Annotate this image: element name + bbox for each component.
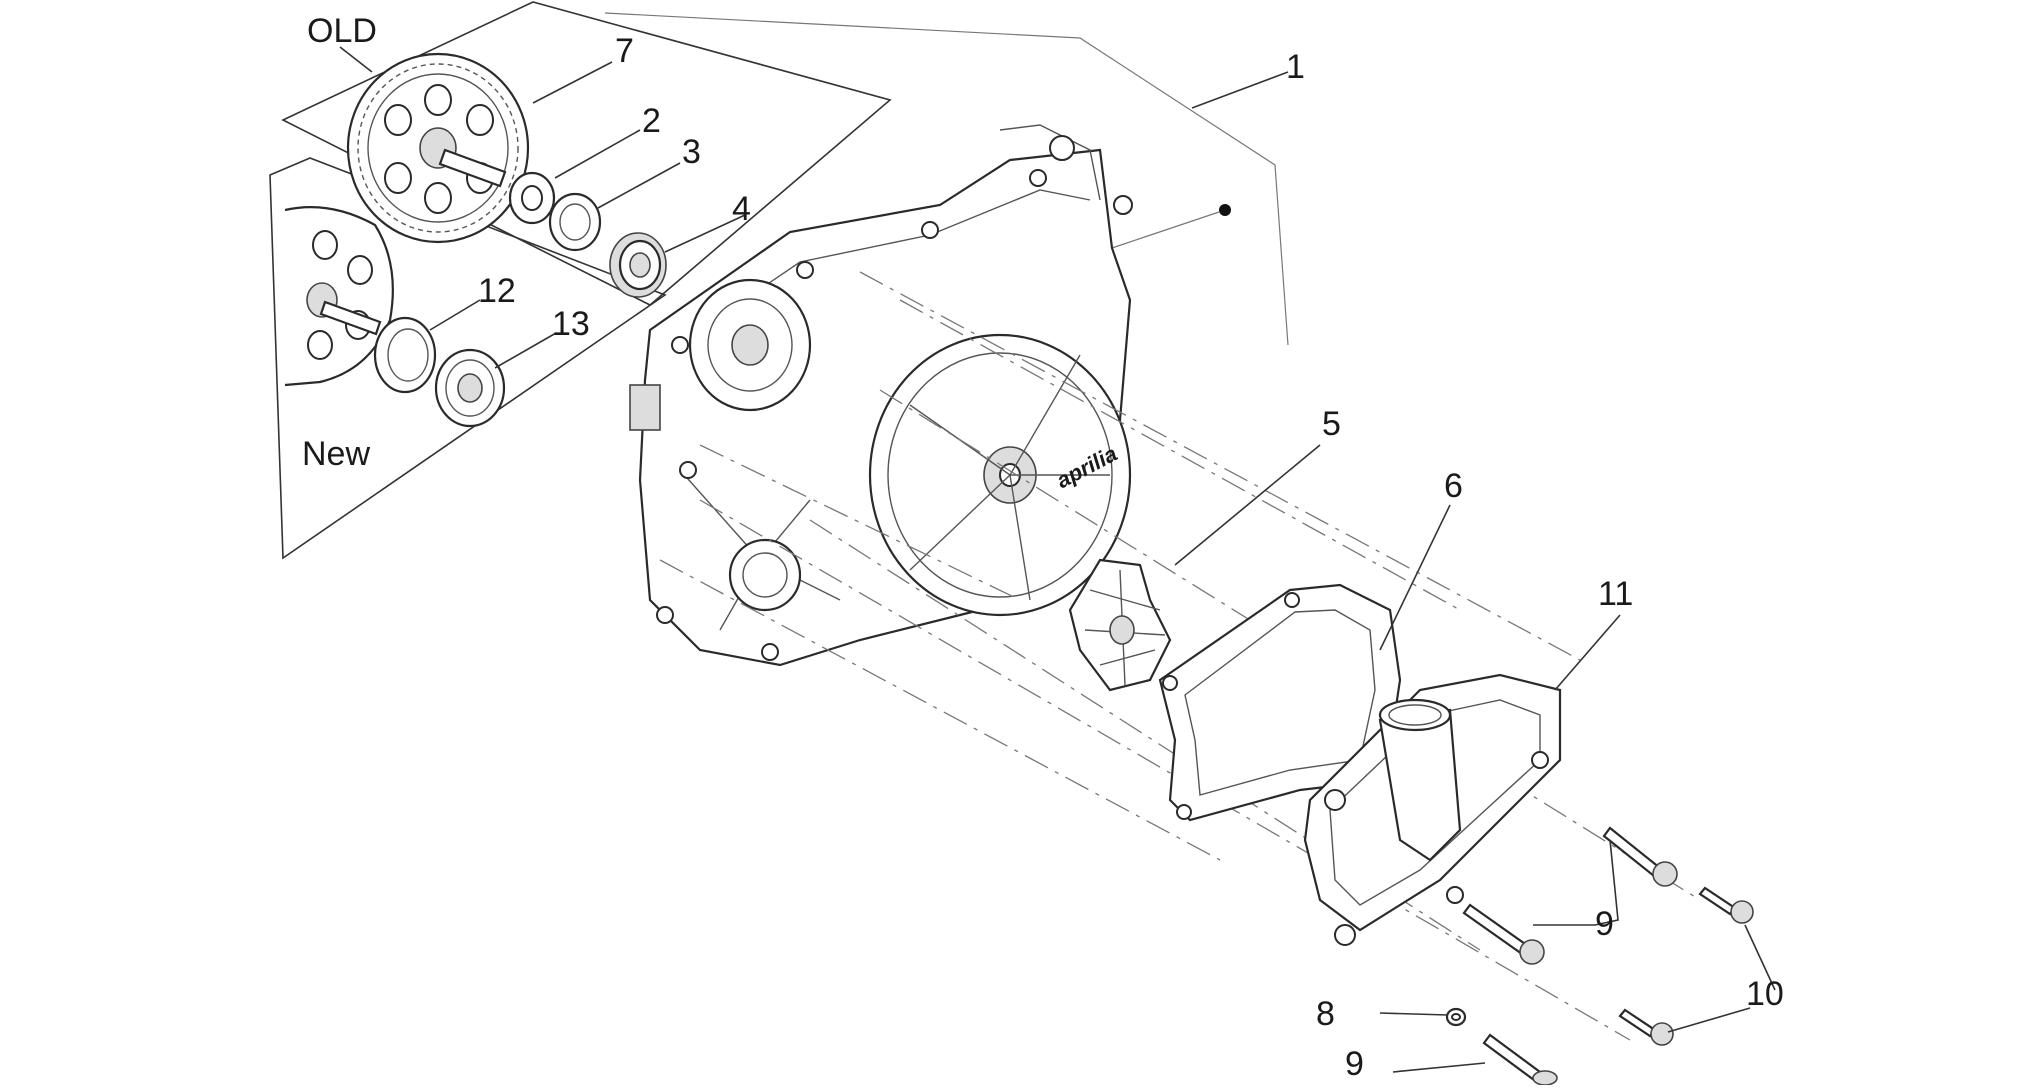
callout-12: 12 xyxy=(478,272,516,310)
labels: OLD New 1 2 3 4 5 6 7 8 9 9 10 11 12 13 xyxy=(302,12,1784,1083)
callout-4: 4 xyxy=(732,190,751,228)
gear-new xyxy=(284,206,394,387)
callout-1: 1 xyxy=(1286,48,1305,86)
old-parts-box xyxy=(281,1,892,306)
bearing-13 xyxy=(434,348,506,428)
bolt-9-middle xyxy=(1462,903,1545,965)
bolt-9-upper xyxy=(1602,826,1678,887)
label-new: New xyxy=(302,435,370,473)
label-old: OLD xyxy=(307,12,377,50)
new-parts-box xyxy=(269,157,667,560)
gear-old xyxy=(346,52,530,244)
callout-leader-1 xyxy=(604,12,1289,346)
bearing-old xyxy=(548,192,602,252)
seal-12 xyxy=(373,316,437,394)
gasket xyxy=(1158,583,1402,822)
reference-dot xyxy=(1219,204,1231,216)
bolt-9-lower xyxy=(1482,1033,1558,1086)
water-pump-cover xyxy=(1303,673,1562,946)
seal-4 xyxy=(609,232,667,298)
callout-3: 3 xyxy=(682,133,701,171)
callout-13: 13 xyxy=(552,305,590,343)
callout-9-upper: 9 xyxy=(1595,905,1614,943)
engine-cover: aprilia xyxy=(629,124,1133,667)
callout-11: 11 xyxy=(1598,575,1633,613)
callout-6: 6 xyxy=(1444,467,1463,505)
bolt-10-lower xyxy=(1618,1008,1674,1046)
washer-old xyxy=(508,171,556,225)
callout-leaders xyxy=(429,61,1776,1073)
bolt-10-upper xyxy=(1698,886,1754,924)
impeller xyxy=(1068,558,1172,692)
washer-8 xyxy=(1445,1007,1467,1027)
callout-7: 7 xyxy=(615,32,634,70)
callout-10: 10 xyxy=(1746,975,1784,1013)
callout-5: 5 xyxy=(1322,405,1341,443)
callout-2: 2 xyxy=(642,102,661,140)
callout-8: 8 xyxy=(1316,995,1335,1033)
callout-9-lower: 9 xyxy=(1345,1045,1364,1083)
